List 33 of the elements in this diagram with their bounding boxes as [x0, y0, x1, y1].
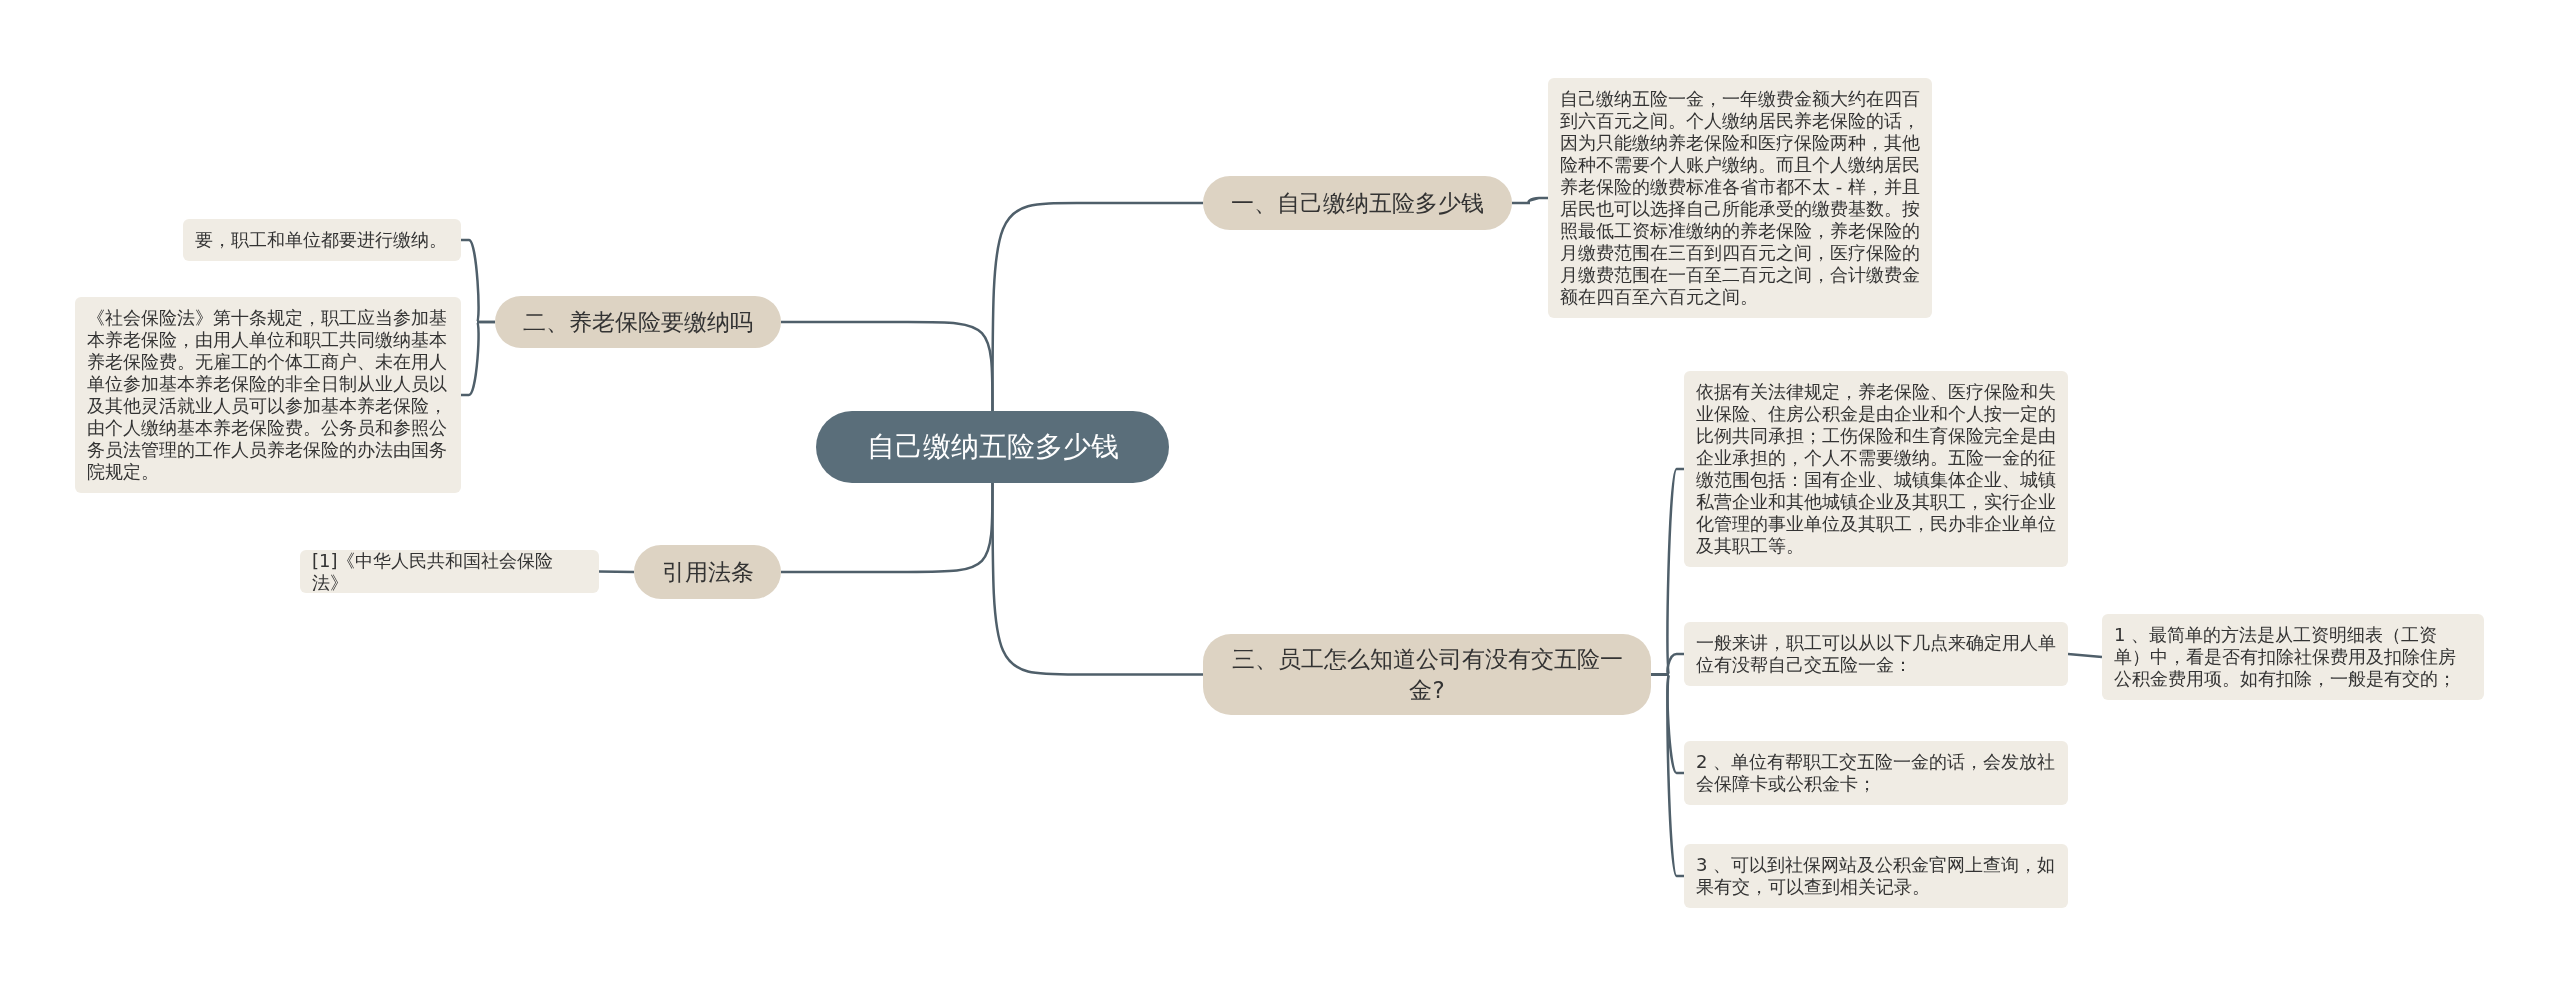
- note-card: [1684, 844, 2068, 908]
- connector-line: [1651, 673, 1684, 878]
- branch-topic: [495, 296, 781, 348]
- connector-line: [991, 483, 1203, 676]
- connector-line: [781, 320, 994, 411]
- branch-topic: [1203, 176, 1512, 230]
- connector-line: [2067, 652, 2103, 659]
- note-text: 3 、可以到社保网站及公积金官网上查询，如果有交，可以查到相关记录。: [1696, 854, 2056, 898]
- topic-text: 自己缴纳五险多少钱: [866, 429, 1119, 465]
- topic-text: 三、员工怎么知道公司有没有交五险一金?: [1230, 644, 1624, 705]
- branch-topic: [634, 545, 781, 599]
- connector-line: [1512, 196, 1548, 205]
- topic-text: 一、自己缴纳五险多少钱: [1231, 188, 1484, 218]
- connector-line: [461, 320, 495, 397]
- note-card: [1684, 741, 2068, 805]
- branch-topic: [1203, 634, 1651, 715]
- note-text: [1]《中华人民共和国社会保险法》: [312, 549, 555, 594]
- note-card: [1684, 622, 2068, 686]
- note-text: 一般来讲，职工可以从以下几点来确定用人单位有没帮自己交五险一金：: [1696, 632, 2056, 676]
- topic-text: 引用法条: [661, 557, 754, 587]
- note-card: [1684, 371, 2068, 567]
- note-card: [300, 550, 599, 593]
- topic-text: 二、养老保险要缴纳吗: [523, 307, 753, 337]
- note-text: 1 、最简单的方法是从工资明细表（工资单）中，看是否有扣除社保费用及扣除住房公积金费用项。如有扣除，一般是有交的；: [2114, 624, 2457, 690]
- note-card: [2102, 614, 2484, 700]
- note-text: 《社会保险法》第十条规定，职工应当参加基本养老保险，由用人单位和职工共同缴纳基本养老保险费。无雇工的个体工商户、未在用人单位参加基本养老保险的非全日制从业人员以及其他灵活就业人员可以参加基本养老保险，由个人缴纳基本养老保险费。公务员和参照公务员法管理的工作人员养老保险的办法由国务院规定。: [87, 307, 448, 483]
- note-card: [75, 297, 461, 493]
- note-text: 依据有关法律规定，养老保险、医疗保险和失业保险、住房公积金是由企业和个人按一定的比例共同承担；工伤保险和生育保险完全是由企业承担的，个人不需要缴纳。五险一金的征缴范围包括：国有企业、城镇集体企业、城镇私营企业和其他城镇企业及其职工，实行企业化管理的事业单位及其职工，民办非企业单位及其职工等。: [1696, 381, 2056, 557]
- note-text: 自己缴纳五险一金，一年缴费金额大约在四百到六百元之间。个人缴纳居民养老保险的话，因为只能缴纳养老保险和医疗保险两种，其他险种不需要个人账户缴纳。而且个人缴纳居民养老保险的缴费标准各省市都不太 - 样，并且居民也可以选择自己所能承受的缴费基数。按照最低工资标准缴纳的养老保险，养老保险的月缴费范围在三百到四百元之间，医疗保险的月缴费范围在一百至二百元之间，合计缴费金额在四百至六百元之间。: [1560, 88, 1920, 308]
- note-text: 要，职工和单位都要进行缴纳。: [195, 229, 447, 251]
- connector-line: [599, 570, 634, 574]
- note-card: [183, 219, 461, 261]
- note-text: 2 、单位有帮职工交五险一金的话，会发放社会保障卡或公积金卡；: [1696, 751, 2056, 795]
